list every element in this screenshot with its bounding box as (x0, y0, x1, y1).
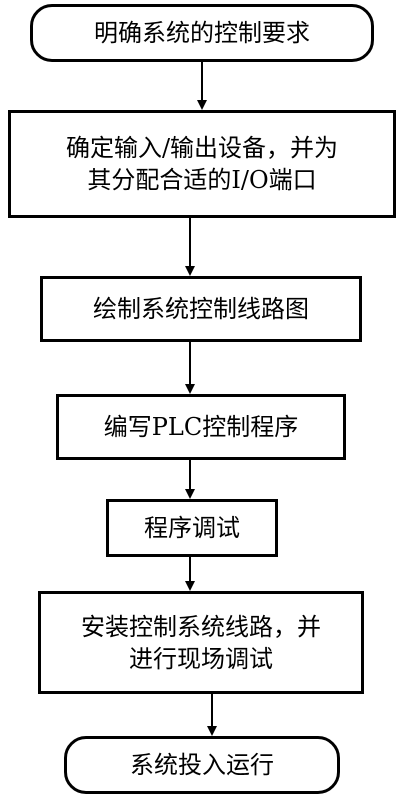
step-install-line-1: 安装控制系统线路，并 (81, 612, 321, 641)
step-end-text: 系统投入运行 (130, 751, 274, 779)
step-install-line-2: 进行现场调试 (129, 644, 273, 673)
step-debug: 程序调试 (106, 499, 278, 557)
step-debug-text: 程序调试 (144, 514, 240, 542)
step-io-assignment-line-1: 确定输入/输出设备，并为 (65, 134, 339, 162)
step-start: 明确系统的控制要求 (30, 4, 374, 62)
step-io-assignment-line-2: 其分配合适的I/O端口 (87, 166, 317, 194)
step-plc-program-text: 编写PLC控制程序 (103, 413, 299, 441)
step-end: 系统投入运行 (64, 736, 340, 794)
step-install: 安装控制系统线路，并 进行现场调试 (38, 591, 364, 694)
step-io-assignment: 确定输入/输出设备，并为 其分配合适的I/O端口 (8, 110, 396, 218)
step-start-text: 明确系统的控制要求 (94, 19, 310, 47)
step-wiring-diagram-text: 绘制系统控制线路图 (93, 295, 309, 323)
step-plc-program: 编写PLC控制程序 (56, 394, 346, 460)
step-wiring-diagram: 绘制系统控制线路图 (40, 276, 362, 342)
